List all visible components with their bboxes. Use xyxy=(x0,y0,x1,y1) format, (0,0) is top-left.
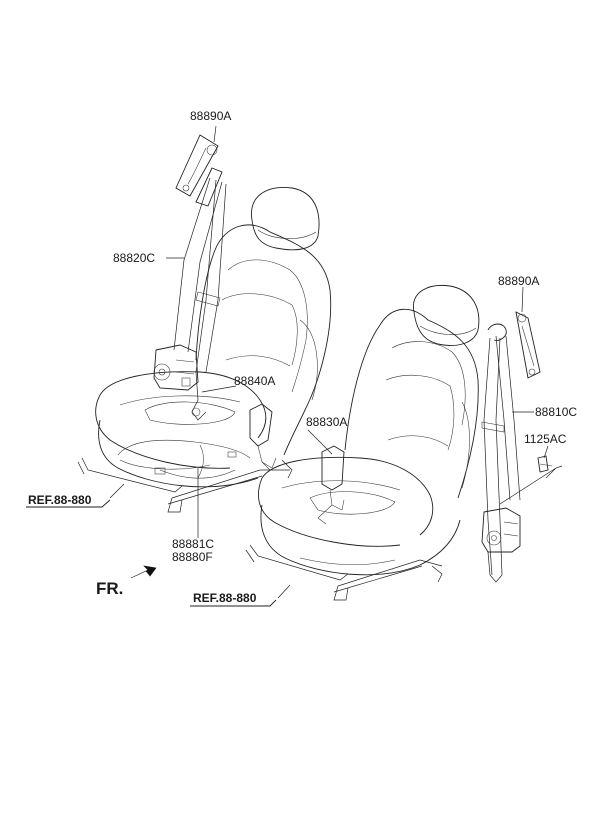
left-seat-drawing xyxy=(77,187,332,513)
ref-right-underline xyxy=(190,599,277,607)
label-88810c: 88810C xyxy=(535,405,578,419)
label-1125ac: 1125AC xyxy=(524,432,567,446)
label-88840a: 88840A xyxy=(234,374,276,388)
label-88890a-right: 88890A xyxy=(498,274,540,288)
label-88830a: 88830A xyxy=(306,415,348,429)
label-88880f: 88880F xyxy=(172,550,213,564)
leader-lines xyxy=(109,125,563,599)
left-seat-belt-drawing xyxy=(153,134,227,421)
front-label: FR. xyxy=(96,579,124,598)
label-88890a-left: 88890A xyxy=(190,109,232,123)
right-seat-belt-drawing xyxy=(481,311,553,583)
label-88881c: 88881C xyxy=(172,537,215,551)
ref-left-underline xyxy=(26,499,111,508)
label-88820c: 88820C xyxy=(113,251,156,265)
front-arrow-icon xyxy=(130,565,157,579)
ref-label-right: REF.88-880 xyxy=(193,591,257,605)
right-seat-drawing xyxy=(245,284,480,601)
ref-label-left: REF.88-880 xyxy=(28,493,92,507)
